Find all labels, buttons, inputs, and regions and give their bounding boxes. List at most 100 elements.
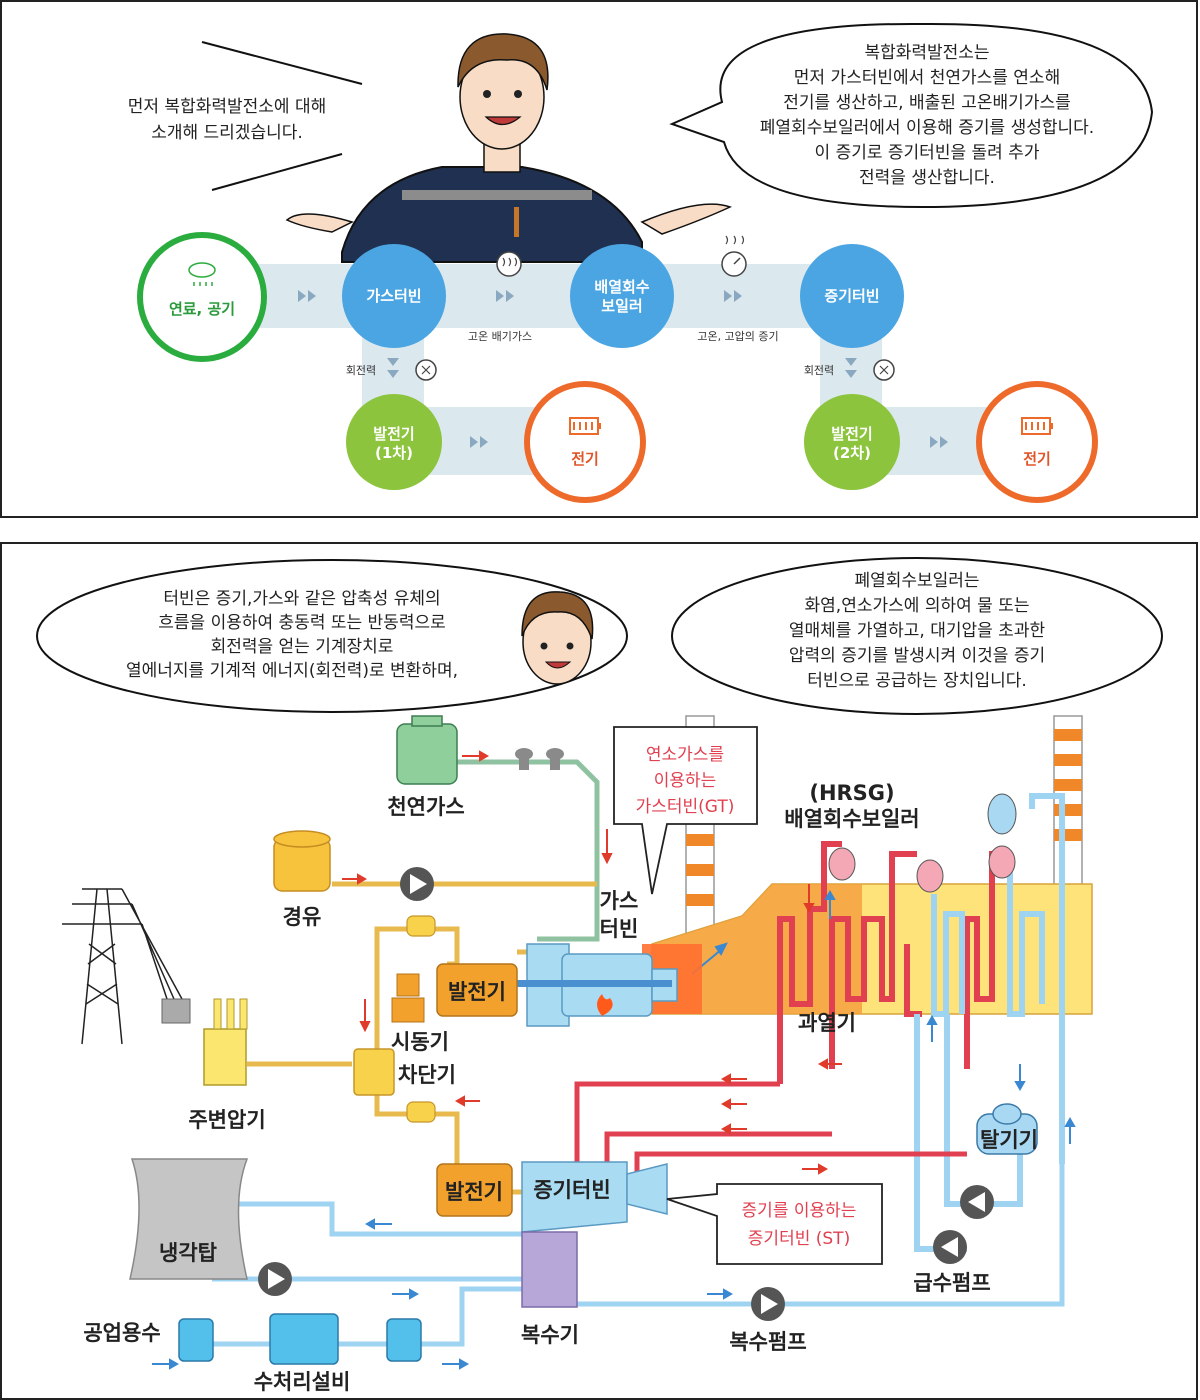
bubble-line-1: 복합화력발전소는 bbox=[864, 43, 989, 63]
hrsg-label-1: 배열회수 bbox=[594, 278, 649, 296]
battery-icon bbox=[569, 417, 601, 435]
turbine-line-4: 열에너지를 기계적 에너지(회전력)로 변환하며, bbox=[126, 661, 458, 681]
turbine-line-2: 흐름을 이용하여 충동력 또는 반동력으로 bbox=[158, 613, 446, 633]
pump-icon bbox=[400, 867, 434, 901]
speech-line bbox=[211, 153, 343, 191]
starter-label: 시동기 bbox=[391, 1030, 449, 1054]
condensate-pump-icon bbox=[751, 1287, 785, 1321]
turbine-bubble bbox=[36, 559, 628, 713]
steam-turbine bbox=[521, 1161, 668, 1308]
superheater-label: 과열기 bbox=[798, 1011, 856, 1035]
gas-turbine-label-1: 가스 bbox=[600, 889, 639, 913]
gas-turbine-circle bbox=[342, 244, 446, 348]
hrsg-abbr-label: (HRSG) bbox=[809, 781, 894, 805]
cooling-tower bbox=[129, 1158, 249, 1280]
rain-cloud-icon bbox=[188, 262, 216, 286]
cooling-tower-label: 냉각탑 bbox=[159, 1241, 217, 1265]
red-arrows bbox=[342, 750, 842, 1175]
electricity2-circle bbox=[976, 381, 1098, 503]
coupling bbox=[406, 915, 436, 1123]
transmission-tower bbox=[62, 888, 183, 1045]
pressure-gauge-icon bbox=[721, 235, 747, 277]
condensate-pump-label: 복수펌프 bbox=[729, 1330, 806, 1354]
rotation-label-2: 회전력 bbox=[804, 364, 834, 377]
gas-turbine bbox=[517, 943, 702, 1027]
engineer-character bbox=[285, 33, 732, 263]
engineer-face bbox=[521, 591, 594, 685]
generator2-circle bbox=[804, 394, 900, 490]
steam-label: 고온, 고압의 증기 bbox=[697, 330, 778, 343]
steam-turbine-label: 증기터빈 bbox=[533, 1178, 610, 1202]
bubble-line-5: 이 증기로 증기터빈을 돌려 추가 bbox=[815, 143, 1040, 163]
plant-diagram: 터빈은 증기,가스와 같은 압축성 유체의 흐름을 이용하여 충동력 또는 반동… bbox=[36, 557, 1163, 1394]
rotation-label-1: 회전력 bbox=[346, 364, 376, 377]
generator1-circle bbox=[346, 394, 442, 490]
steam-turbine-circle bbox=[800, 244, 904, 348]
gt-callout-1: 연소가스를 bbox=[646, 745, 724, 765]
hrsg-circle bbox=[570, 244, 674, 348]
starter-box bbox=[391, 973, 425, 1023]
intro-line-1: 먼저 복합화력발전소에 대해 bbox=[128, 97, 327, 117]
bubble-line-3: 전기를 생산하고, 배출된 고온배기가스를 bbox=[783, 93, 1071, 113]
hrsg-label: 배열회수보일러 bbox=[784, 807, 919, 831]
turbine-line-1: 터빈은 증기,가스와 같은 압축성 유체의 bbox=[163, 589, 440, 609]
rotation-icon bbox=[415, 359, 437, 381]
intro-line-2: 소개해 드리겠습니다. bbox=[151, 123, 303, 143]
generator2-label: 발전기 bbox=[445, 1180, 503, 1204]
flow-arrows bbox=[298, 290, 948, 448]
intro-panel: 먼저 복합화력발전소에 대해 소개해 드리겠습니다. 복합화력발전소는 먼저 가… bbox=[0, 0, 1198, 518]
bubble-line-2: 먼저 가스터빈에서 천연가스를 연소해 bbox=[794, 68, 1060, 88]
intro-diagram: 먼저 복합화력발전소에 대해 소개해 드리겠습니다. 복합화력발전소는 먼저 가… bbox=[128, 22, 1154, 503]
bubble-line-4: 폐열회수보일러에서 이용해 증기를 생성합니다. bbox=[760, 118, 1094, 138]
steam-turbine-label: 증기터빈 bbox=[824, 287, 879, 305]
generator1-label: 발전기 bbox=[448, 980, 506, 1004]
transformer-small bbox=[161, 998, 191, 1024]
transformer bbox=[203, 998, 248, 1086]
st-callout-2: 증기터빈 (ST) bbox=[748, 1229, 850, 1249]
natural-gas-tank bbox=[396, 715, 458, 785]
plant-panel: 터빈은 증기,가스와 같은 압축성 유체의 흐름을 이용하여 충동력 또는 반동… bbox=[0, 542, 1198, 1400]
natural-gas-label: 천연가스 bbox=[387, 795, 464, 819]
generator1-label-2: (1차) bbox=[375, 444, 413, 462]
feed-pump-label: 급수펌프 bbox=[913, 1271, 990, 1295]
hrsg-line-1: 폐열회수보일러는 bbox=[854, 571, 979, 591]
electricity2-label: 전기 bbox=[1023, 450, 1051, 468]
condenser-label: 복수기 bbox=[521, 1323, 579, 1347]
electricity1-circle bbox=[524, 381, 646, 503]
gas-valve bbox=[515, 748, 564, 770]
hrsg-line-5: 터빈으로 공급하는 장치입니다. bbox=[807, 671, 1027, 691]
water-treatment-label: 수처리설비 bbox=[254, 1370, 351, 1394]
deaerator bbox=[976, 1103, 1038, 1155]
battery-icon bbox=[1021, 417, 1053, 435]
fuel-circle bbox=[137, 232, 267, 362]
electricity1-label: 전기 bbox=[571, 450, 599, 468]
gt-callout-3: 가스터빈(GT) bbox=[636, 797, 735, 817]
heat-icon bbox=[496, 251, 522, 277]
speech-line bbox=[201, 41, 363, 85]
hrsg-line-4: 압력의 증기를 발생시켜 이것을 증기 bbox=[789, 646, 1045, 666]
pump-icon bbox=[258, 1262, 292, 1296]
speech-bubble bbox=[669, 22, 1154, 209]
gas-turbine-label: 가스터빈 bbox=[366, 287, 421, 305]
diesel-tank bbox=[273, 830, 331, 892]
breaker-label: 차단기 bbox=[398, 1063, 456, 1087]
water-treatment bbox=[178, 1313, 422, 1365]
bubble-line-6: 전력을 생산합니다. bbox=[859, 168, 995, 188]
st-callout bbox=[666, 1183, 883, 1265]
generator2-label-1: 발전기 bbox=[831, 425, 872, 443]
hrsg-label-2: 보일러 bbox=[601, 297, 642, 315]
turbine-line-3: 회전력을 얻는 기계장치로 bbox=[211, 637, 394, 657]
rotation-icon bbox=[873, 359, 895, 381]
steam-drum bbox=[828, 793, 1017, 893]
generator2-box bbox=[436, 1163, 513, 1217]
hrsg-bubble bbox=[671, 557, 1163, 715]
exhaust-label: 고온 배기가스 bbox=[468, 330, 532, 343]
st-callout-1: 증기를 이용하는 bbox=[742, 1201, 857, 1221]
gas-turbine-label-2: 터빈 bbox=[600, 917, 639, 941]
fuel-label: 연료, 공기 bbox=[169, 300, 235, 318]
generator1-label-1: 발전기 bbox=[373, 425, 414, 443]
generator1-box bbox=[436, 963, 518, 1017]
deaerator-label: 탈기기 bbox=[980, 1128, 1038, 1152]
industrial-water-label: 공업용수 bbox=[83, 1321, 160, 1345]
hrsg-line-3: 열매체를 가열하고, 대기압을 초과한 bbox=[789, 621, 1046, 641]
